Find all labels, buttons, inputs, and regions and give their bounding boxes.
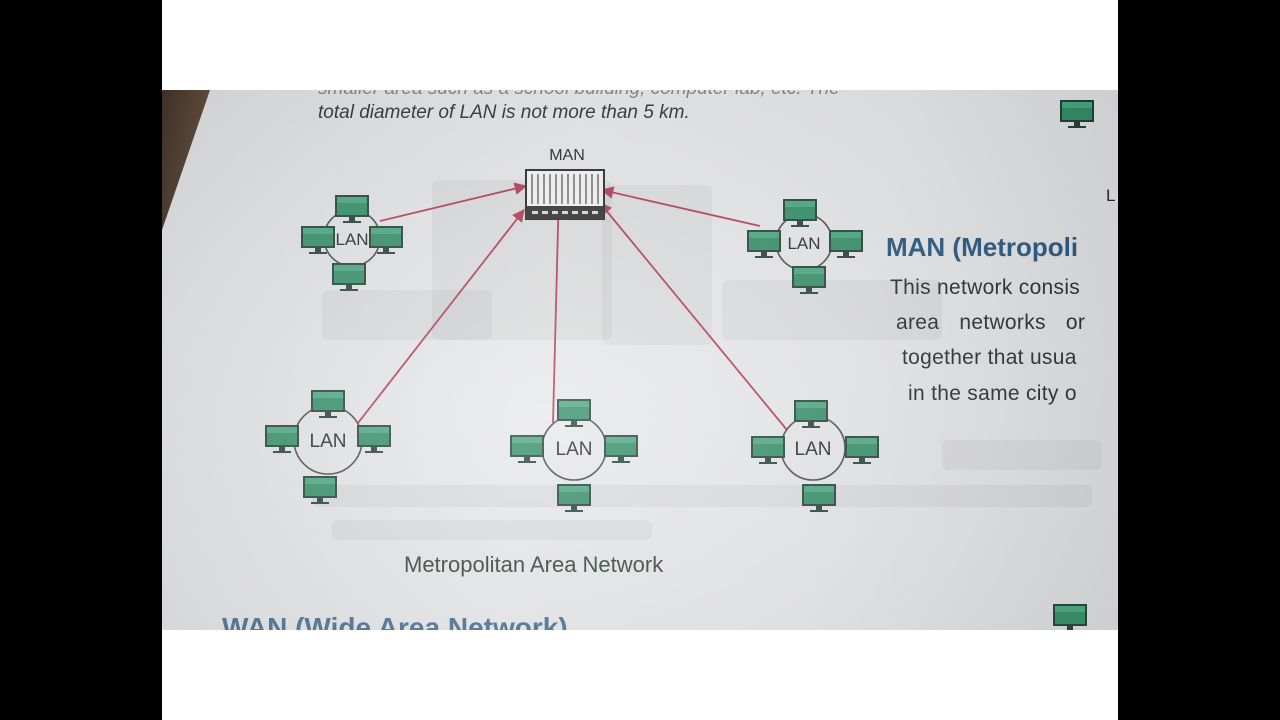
man-paragraph-line: in the same city o (908, 382, 1077, 405)
link-lines (357, 182, 788, 431)
man-diagram: MAN LAN LAN LAN (265, 100, 1094, 630)
man-hub (525, 169, 605, 220)
lan-cluster: LAN (747, 199, 863, 294)
monitor-icon (783, 199, 817, 227)
monitor-icon (301, 226, 335, 254)
man-paragraph-line: area networks or (896, 311, 1086, 334)
man-hub-label: MAN (549, 147, 585, 164)
monitor-icon (311, 390, 345, 418)
monitor-icon (747, 230, 781, 258)
monitor-icon (557, 484, 591, 512)
link-top-right (600, 186, 761, 227)
diagram-caption: Metropolitan Area Network (404, 552, 664, 577)
link-top-left (379, 182, 528, 222)
lan-cluster: LAN (751, 400, 879, 512)
lan-cluster: LAN (510, 399, 638, 512)
lan-label: LAN (795, 439, 832, 460)
bleed-through-shape (322, 290, 492, 340)
man-section-heading: MAN (Metropoli (886, 232, 1079, 262)
bleed-through-shape (312, 485, 1092, 507)
lan-label: LAN (310, 431, 347, 452)
top-frame-border (162, 0, 1118, 90)
monitor-icon (303, 476, 337, 504)
man-paragraph-line: together that usua (902, 346, 1077, 369)
monitor-icon (829, 230, 863, 258)
monitor-icon (604, 435, 638, 463)
monitor-icon (369, 226, 403, 254)
monitor-icon (332, 263, 366, 291)
bleed-through-shape (722, 280, 942, 340)
monitor-icon (357, 425, 391, 453)
link-bottom-right (599, 202, 788, 431)
book-page-photo: smaller area such as a school building, … (162, 90, 1118, 630)
lan-label: LAN (335, 230, 368, 249)
bottom-frame-border (162, 630, 1118, 720)
intro-text-cut-line: smaller area such as a school building, … (318, 90, 840, 100)
monitor-icon (1060, 100, 1094, 128)
link-bottom-center (552, 186, 566, 424)
link-bottom-left (357, 209, 525, 424)
lan-label: LAN (787, 234, 820, 253)
monitor-icon (751, 436, 785, 464)
monitor-icon (845, 436, 879, 464)
man-paragraph-line: This network consis (890, 276, 1081, 299)
monitor-icon (335, 195, 369, 223)
monitor-icon (265, 425, 299, 453)
wan-section-heading: WAN (Wide Area Network) (222, 612, 568, 630)
monitor-icon (794, 400, 828, 428)
side-caption-letter: L (1106, 186, 1116, 205)
monitor-icon (1053, 604, 1087, 630)
bleed-through-shape (332, 520, 652, 540)
monitor-icon (557, 399, 591, 427)
lan-cluster: LAN (301, 195, 403, 291)
monitor-icon (802, 484, 836, 512)
lan-cluster: LAN (265, 390, 391, 504)
lan-label: LAN (556, 439, 593, 460)
monitor-icon (510, 435, 544, 463)
bleed-through-shape (942, 440, 1102, 470)
intro-text-line: total diameter of LAN is not more than 5… (318, 102, 690, 123)
monitor-icon (792, 266, 826, 294)
